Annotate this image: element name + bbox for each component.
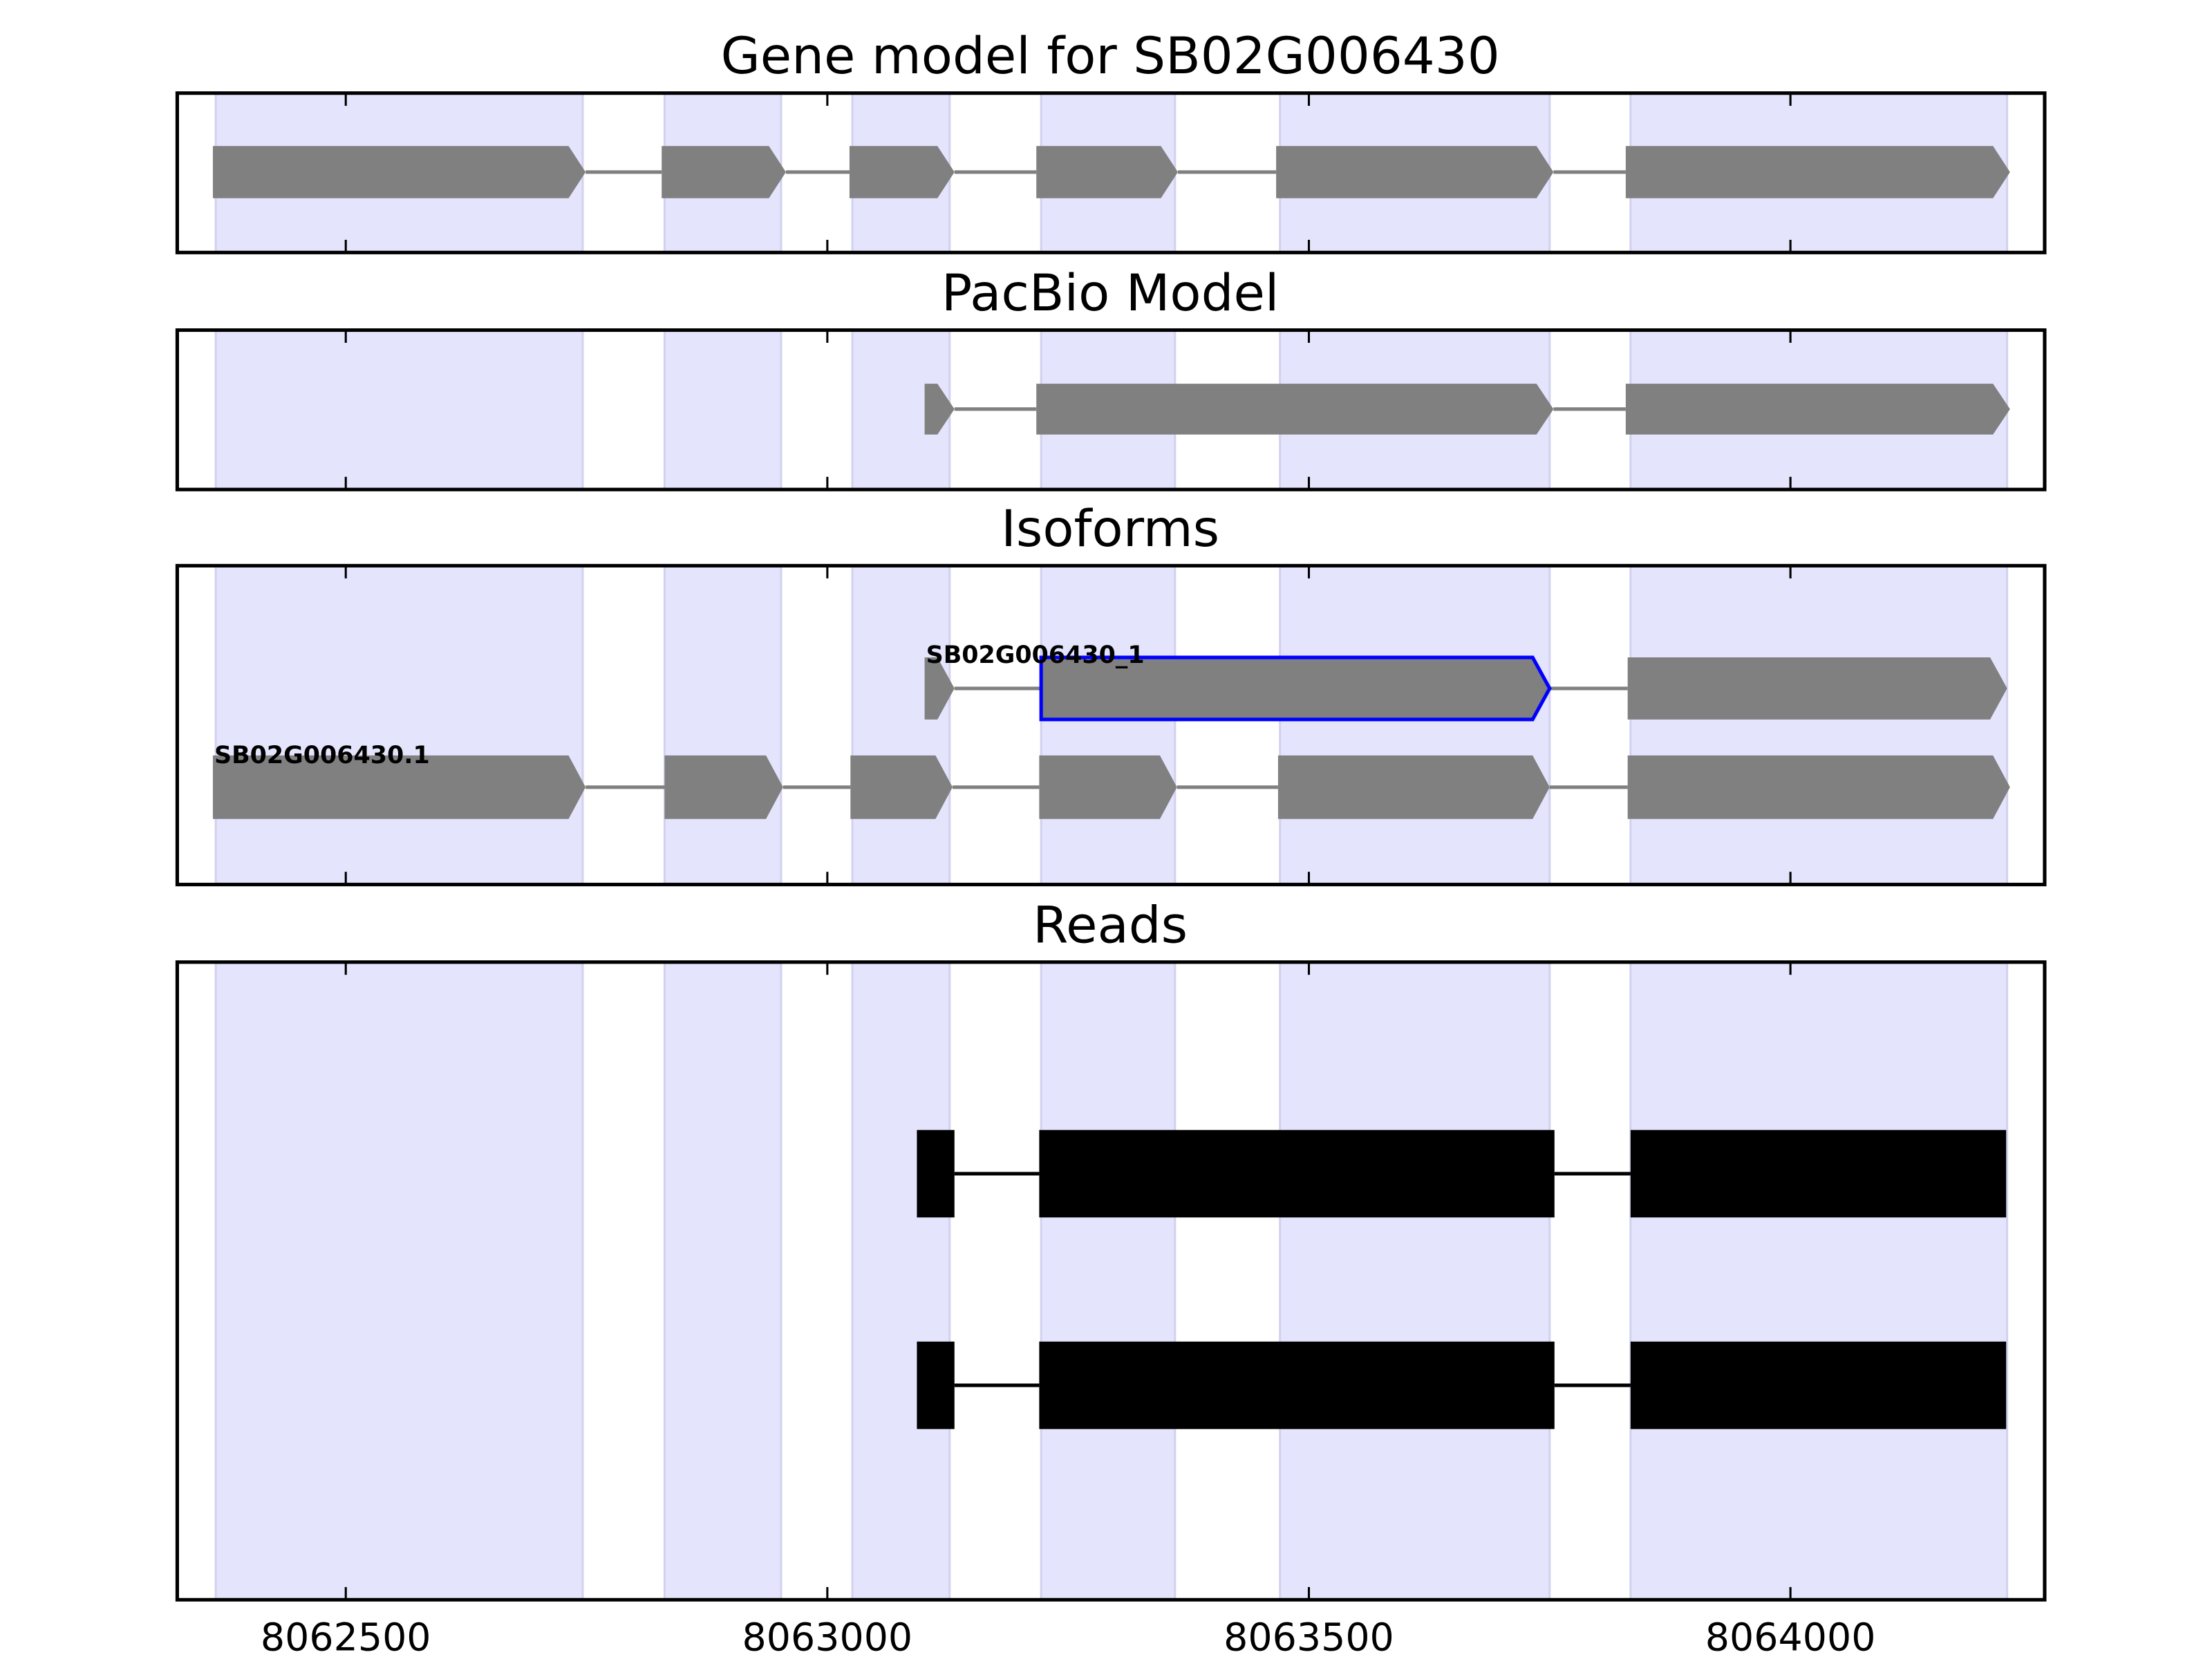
exon-arrow [1277, 755, 1550, 819]
exon-arrow [664, 755, 783, 819]
exon-region-shade [1629, 564, 2009, 886]
exon-region-shade [1279, 961, 1551, 1601]
exon-arrow [1625, 146, 2010, 198]
exon-arrow [850, 755, 953, 819]
read-block [1630, 1130, 2007, 1218]
exon-arrow [1276, 146, 1554, 198]
exon-arrow [212, 146, 586, 198]
exon-arrow [1627, 657, 2007, 720]
read-block [917, 1341, 955, 1430]
read-block [917, 1130, 955, 1218]
panel-frame [175, 563, 2047, 887]
read-block [1039, 1341, 1555, 1430]
panel-title-gene-model: Gene model for SB02G006430 [721, 27, 1500, 86]
exon-arrow [1625, 384, 2010, 435]
exon-region-shade [851, 961, 951, 1601]
exon-region-shade [214, 961, 584, 1601]
exon-arrow [849, 146, 955, 198]
exon-region-shade [214, 329, 584, 491]
panel-frame [175, 328, 2047, 491]
x-tick-label: 8063500 [1224, 1616, 1394, 1659]
isoform-label: SB02G006430.1 [214, 742, 430, 769]
exon-region-shade [1279, 564, 1551, 886]
exon-arrow [212, 755, 586, 819]
read-block [1630, 1341, 2007, 1430]
exon-region-shade [663, 564, 782, 886]
panel-title-reads: Reads [1033, 896, 1188, 955]
panel-frame [175, 91, 2047, 254]
exon-arrow-highlighted [1039, 655, 1552, 722]
exon-region-shade [214, 564, 584, 886]
x-tick-label: 8062500 [261, 1616, 431, 1659]
exon-region-shade [663, 329, 782, 491]
panel-title-pacbio: PacBio Model [941, 264, 1280, 323]
exon-arrow [924, 657, 955, 720]
exon-arrow [924, 384, 955, 435]
exon-region-shade [1629, 961, 2009, 1601]
exon-region-shade [851, 564, 951, 886]
exon-region-shade [1040, 564, 1177, 886]
exon-arrow [1036, 384, 1554, 435]
exon-region-shade [663, 961, 782, 1601]
read-block [1039, 1130, 1555, 1218]
isoform-label: SB02G006430_1 [926, 641, 1145, 669]
exon-region-shade [1040, 961, 1177, 1601]
panel-title-isoforms: Isoforms [1001, 500, 1219, 559]
panel-frame [175, 960, 2047, 1602]
exon-arrow [662, 146, 786, 198]
x-tick-label: 8063000 [742, 1616, 913, 1659]
exon-arrow [1039, 755, 1177, 819]
exon-arrow [1036, 146, 1179, 198]
exon-arrow [1627, 755, 2010, 819]
x-tick-label: 8064000 [1705, 1616, 1876, 1659]
